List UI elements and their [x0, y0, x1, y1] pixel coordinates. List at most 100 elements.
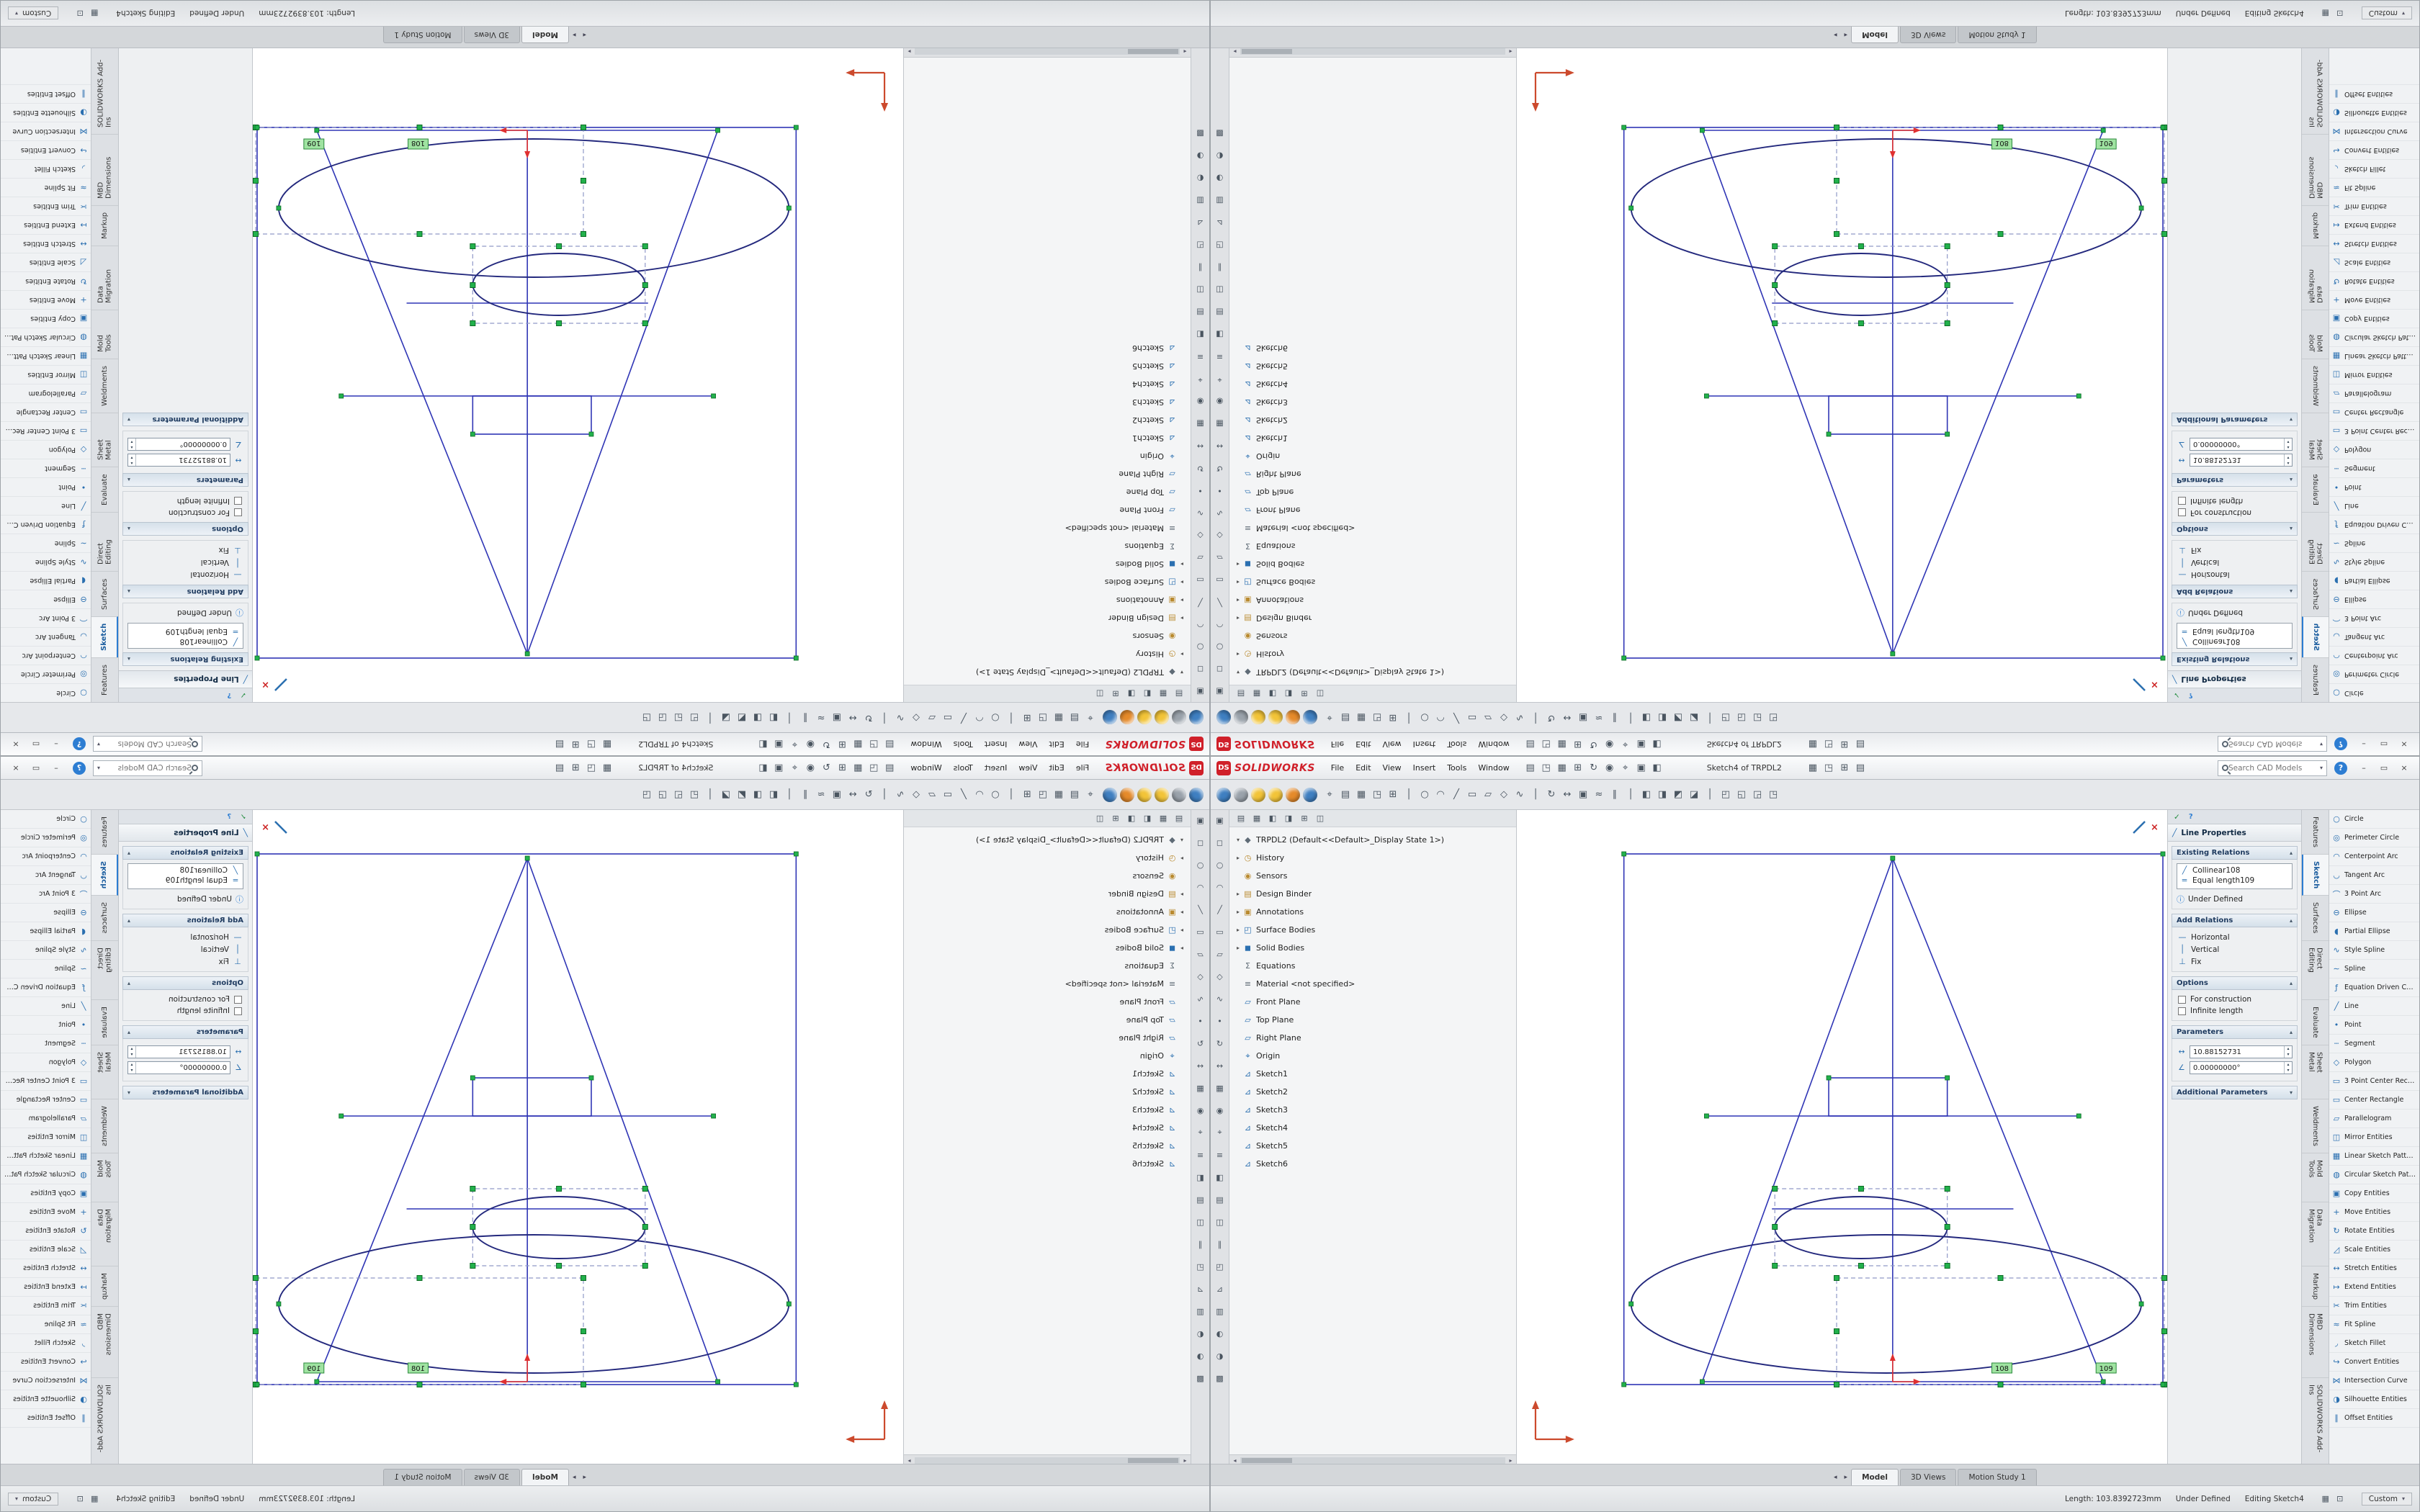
feature-tree-tab-icon[interactable]: ◫ [1095, 814, 1104, 823]
spinner[interactable]: ▴▾ [128, 1062, 136, 1074]
toolbar-icon[interactable]: ╱ [1198, 904, 1203, 914]
model-tab[interactable]: Motion Study 1 [383, 1469, 462, 1485]
command-tab[interactable]: Features [91, 657, 118, 702]
sketch-tool[interactable]: ⊖ Ellipse [1, 590, 91, 608]
quick-access-icon[interactable]: ⌖ [792, 762, 797, 773]
quick-access-icon[interactable]: ▤ [1525, 739, 1535, 750]
feature-tree-tab-icon[interactable]: ▤ [1237, 814, 1245, 823]
toolbar-icon[interactable]: ▣ [1216, 815, 1224, 825]
toolbar-icon[interactable]: ↻ [864, 789, 873, 800]
tree-item[interactable]: ⊿ Sketch2 [905, 1083, 1186, 1101]
add-relation-button[interactable]: — Horizontal [127, 931, 243, 943]
toolbar-icon[interactable]: ↔ [1196, 1061, 1204, 1071]
sketch-tool[interactable]: ▦ Linear Sketch Pattern [2329, 1147, 2419, 1166]
sketch-tool[interactable]: ↻ Rotate Entities [1, 1222, 91, 1241]
tree-scrollbar[interactable]: ◂ ▸ [1229, 47, 1516, 58]
tree-caret[interactable]: ▸ [1180, 891, 1184, 897]
sketch-tool[interactable]: ⋈ Intersection Curve [1, 1372, 91, 1390]
status-icon[interactable]: ▦ [2321, 9, 2329, 18]
sketch-geometry[interactable] [256, 127, 797, 659]
toolbar-icon[interactable]: ▦ [1808, 762, 1818, 773]
section-header[interactable]: Add Relations ▴ [122, 914, 248, 927]
tree-caret[interactable]: ▸ [1180, 855, 1184, 861]
command-tab[interactable]: Markup [91, 205, 118, 246]
relations-list[interactable]: ╱ Collinear108 = Equal length109 [127, 863, 243, 889]
tree-item[interactable]: ▸ ◰ Surface Bodies [1234, 921, 1515, 939]
quick-access-icon[interactable]: ↻ [1590, 739, 1598, 750]
scene-sphere-icon[interactable] [1120, 710, 1134, 725]
sketch-tool[interactable]: ┄ Segment [1, 459, 91, 477]
tree-item[interactable]: ▾ ◆ TRPDL2 (Default<<Default>_Display St… [905, 831, 1186, 849]
collapse-icon[interactable]: ▴ [127, 656, 131, 662]
selection-box[interactable] [255, 127, 646, 324]
toolbar-icon[interactable]: ▣ [1196, 687, 1204, 697]
quick-access-icon[interactable]: ↻ [1590, 762, 1598, 773]
toolbar-icon[interactable]: ◨ [1657, 712, 1667, 723]
toolbar-icon[interactable]: ⊿ [1196, 1284, 1204, 1294]
toolbar-icon[interactable]: ∿ [896, 712, 905, 723]
sketch-tool[interactable]: ○ Circle [2329, 683, 2419, 702]
section-header[interactable]: Options ▴ [2172, 522, 2298, 536]
units-selector[interactable]: Custom ▾ [8, 6, 59, 20]
tree-item[interactable]: ▾ ◆ TRPDL2 (Default<<Default>_Display St… [1234, 663, 1515, 681]
scene-sphere-icon[interactable] [1137, 787, 1152, 802]
sketch-tool[interactable]: ⊖ Ellipse [2329, 904, 2419, 922]
tree-item[interactable]: ⊿ Sketch3 [905, 393, 1186, 411]
tree-item[interactable]: ▱ Front Plane [905, 501, 1186, 519]
tree-item[interactable]: ▸ ▣ Annotations [905, 591, 1186, 609]
toolbar-icon[interactable]: ◇ [1216, 531, 1223, 541]
spinner[interactable]: ▴▾ [2284, 1046, 2292, 1058]
quick-access-icon[interactable]: ⌖ [1623, 762, 1628, 773]
selection-box[interactable] [1774, 127, 2165, 324]
status-icon[interactable]: ⊡ [76, 9, 84, 18]
feature-tree-tab-icon[interactable]: ◧ [1268, 814, 1277, 823]
feature-tree-tab-icon[interactable]: ◨ [1284, 689, 1293, 698]
sketch-tool[interactable]: ┄ Segment [1, 1035, 91, 1053]
sketch-tool[interactable]: • Point [2329, 1016, 2419, 1035]
tree-item[interactable]: ▸ ◰ Surface Bodies [905, 573, 1186, 591]
toolbar-icon[interactable]: ◻ [1216, 665, 1224, 675]
relation-item[interactable]: = Equal length109 [2179, 626, 2290, 636]
toolbar-icon[interactable]: ◑ [1216, 1351, 1224, 1361]
toolbar-icon[interactable]: ◉ [1196, 397, 1204, 407]
toolbar-icon[interactable]: ▩ [1196, 1373, 1204, 1383]
confirmation-corner[interactable]: × [261, 821, 287, 834]
toolbar-icon[interactable]: ◧ [1196, 1172, 1204, 1182]
confirmation-corner[interactable]: × [2133, 678, 2159, 691]
tree-item[interactable]: ⊿ Sketch5 [905, 357, 1186, 375]
toolbar-icon[interactable]: ↻ [1216, 1038, 1224, 1048]
toolbar-icon[interactable]: ◫ [1196, 285, 1204, 295]
scene-sphere-icon[interactable] [1155, 787, 1169, 802]
collapse-icon[interactable]: ▴ [2289, 850, 2293, 856]
tree-item[interactable]: ▱ Front Plane [1234, 993, 1515, 1011]
feature-tree-tab-icon[interactable]: ▦ [1252, 814, 1261, 823]
command-tab[interactable]: Data Migration [2302, 1202, 2329, 1266]
quick-access-icon[interactable]: ◉ [806, 739, 815, 750]
sketch-tool[interactable]: ∼ Spline [1, 960, 91, 978]
sketch-points[interactable] [254, 851, 799, 1387]
selection-handles[interactable] [1772, 1186, 2167, 1387]
command-tab[interactable]: SOLIDWORKS Add-Ins [2302, 1378, 2329, 1465]
section-header[interactable]: Options ▴ [122, 976, 248, 990]
sketch-tool[interactable]: ↦ Extend Entities [1, 1278, 91, 1297]
close-button[interactable]: × [12, 739, 19, 749]
tree-item[interactable]: ⊿ Sketch3 [905, 1101, 1186, 1119]
tree-item[interactable]: ▱ Right Plane [1234, 1029, 1515, 1047]
model-tab[interactable]: 3D Views [1899, 27, 1957, 43]
command-tab[interactable]: MBD Dimensions [2302, 134, 2329, 206]
command-tab[interactable]: MBD Dimensions [91, 1306, 118, 1378]
model-tab[interactable]: Model [1851, 1469, 1899, 1485]
sketch-tool[interactable]: ▱ Parallelogram [2329, 1110, 2419, 1128]
sketch-tool[interactable]: ▭ Center Rectangle [1, 1091, 91, 1110]
sketch-tool[interactable]: ◖ Partial Ellipse [2329, 922, 2419, 941]
toolbar-icon[interactable]: ▱ [1484, 789, 1492, 800]
relation-item[interactable]: ╱ Collinear108 [2179, 636, 2290, 647]
add-relation-button[interactable]: — Horizontal [2177, 569, 2293, 581]
toolbar-icon[interactable]: ↔ [1563, 789, 1572, 800]
toolbar-icon[interactable]: ∿ [1196, 508, 1204, 518]
sketch-tool[interactable]: ƒ Equation Driven Curve [1, 978, 91, 997]
toolbar-icon[interactable]: ◲ [1752, 789, 1762, 800]
toolbar-icon[interactable]: ⌖ [1088, 789, 1093, 800]
search-input[interactable] [2228, 763, 2320, 773]
quick-access-icon[interactable]: ◧ [1652, 739, 1662, 750]
